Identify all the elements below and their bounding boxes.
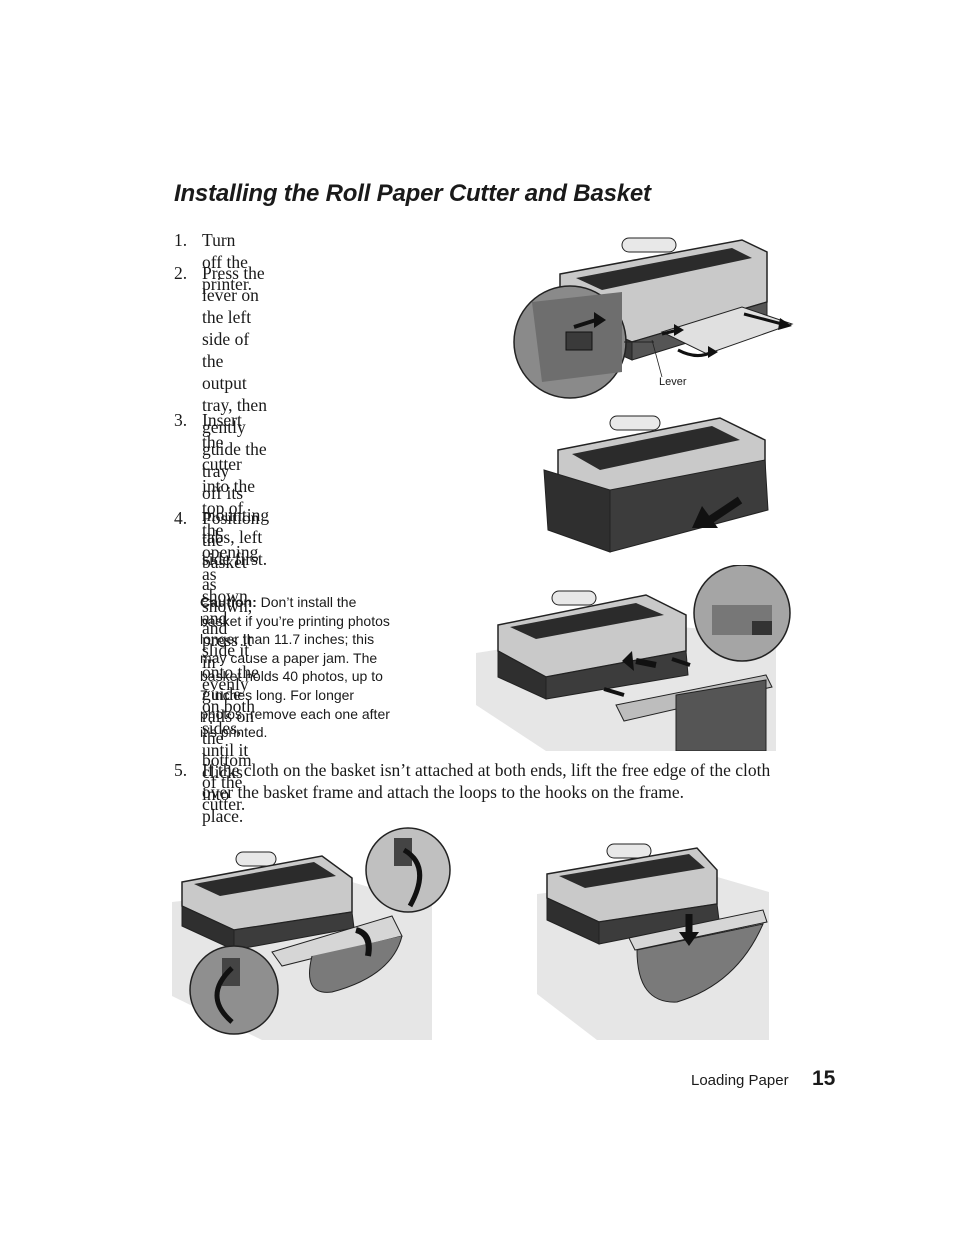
step-number: 5. bbox=[174, 760, 188, 780]
figure-remove-output-tray bbox=[512, 232, 797, 404]
figure-insert-cutter bbox=[540, 410, 772, 556]
figure-attach-basket bbox=[476, 565, 792, 751]
step-number: 4. bbox=[174, 508, 188, 528]
figure-cloth-loops-left bbox=[172, 826, 452, 1040]
page-number: 15 bbox=[812, 1067, 836, 1090]
footer-section-label: Loading Paper bbox=[691, 1072, 789, 1089]
step-text: Position the basket as shown, and slide … bbox=[202, 508, 260, 814]
step-text: Turn off the printer. bbox=[202, 230, 253, 294]
caution-label: Caution: bbox=[200, 594, 257, 610]
step-number: 2. bbox=[174, 263, 188, 283]
caution-note: Caution: Don’t install the basket if you… bbox=[200, 594, 390, 741]
lever-label: Lever bbox=[659, 376, 687, 388]
step-text: Press the lever on the left side of the … bbox=[202, 263, 270, 569]
step-text: If the cloth on the basket isn’t attache… bbox=[202, 760, 771, 802]
step-text: Insert the cutter into the top of the op… bbox=[202, 410, 259, 826]
page-title: Installing the Roll Paper Cutter and Bas… bbox=[174, 180, 651, 207]
step-number: 3. bbox=[174, 410, 188, 430]
step-number: 1. bbox=[174, 230, 188, 250]
figure-cloth-hanging bbox=[537, 834, 771, 1040]
